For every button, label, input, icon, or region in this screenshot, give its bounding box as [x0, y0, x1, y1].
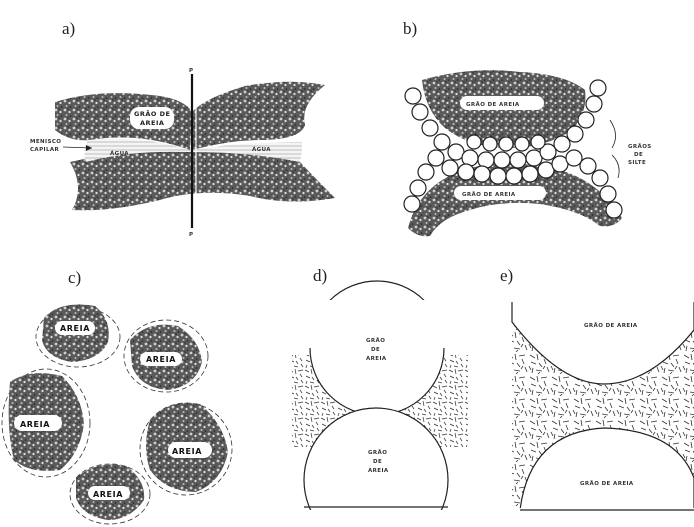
top-grain-label: GRÃO DE AREIA: [584, 322, 638, 329]
panel-d-clay-matrix: GRÃO DE AREIA GRÃO DE AREIA: [290, 281, 470, 527]
silt-label-line3: SILTE: [628, 160, 646, 166]
water-label-left: ÁGUA: [110, 150, 129, 157]
panel-label-c: c): [68, 268, 81, 287]
panel-label-d: d): [313, 266, 327, 285]
sand-grain-1: AREIA: [36, 305, 120, 368]
grain-label-4: AREIA: [172, 447, 202, 456]
panel-a-capillary-meniscus: P P GRÃO DE AREIA MENISCO CAPILAR ÁGUA Á…: [30, 68, 335, 238]
grain-label-line2: AREIA: [140, 119, 164, 127]
grain-top-right: [192, 82, 325, 150]
panel-label-a: a): [62, 19, 75, 38]
water-label-right: ÁGUA: [252, 146, 271, 153]
sand-grain-3: AREIA: [2, 369, 90, 477]
grain-label-2: AREIA: [146, 355, 176, 364]
sand-grain-4: AREIA: [140, 403, 232, 495]
top-grain-label-3: AREIA: [366, 356, 387, 362]
force-label-top: P: [189, 68, 193, 74]
bottom-grain-label-2: DE: [373, 459, 382, 465]
meniscus-label-line2: CAPILAR: [30, 147, 60, 153]
bottom-grain-label-1: GRÃO: [368, 449, 387, 456]
sand-grain-2: AREIA: [124, 320, 208, 392]
silt-label-line1: GRÃOS: [628, 143, 652, 150]
grain-label-1: AREIA: [60, 324, 90, 333]
silt-pointers: [610, 120, 619, 178]
panel-label-e: e): [500, 266, 513, 285]
grain-bottom-label: GRÃO DE AREIA: [462, 191, 516, 198]
grain-label-3: AREIA: [20, 420, 50, 429]
sand-grain-5: AREIA: [70, 464, 150, 524]
force-label-bottom: P: [189, 232, 193, 238]
panel-c-ring-of-grains: AREIA AREIA AREIA AREIA AREIA: [2, 305, 232, 525]
grain-label-5: AREIA: [93, 490, 123, 499]
top-grain-label-1: GRÃO: [366, 337, 385, 344]
grain-top-label: GRÃO DE AREIA: [466, 101, 520, 108]
meniscus-label-line1: MENISCO: [30, 139, 61, 145]
bottom-grain-label: GRÃO DE AREIA: [580, 480, 634, 487]
panel-e-clay-matrix-wide: GRÃO DE AREIA GRÃO DE AREIA: [510, 286, 694, 527]
silt-label-line2: DE: [634, 152, 643, 158]
bottom-grain-label-3: AREIA: [368, 468, 389, 474]
grain-label-line1: GRÃO DE: [134, 109, 171, 118]
panel-b-silt-bridge: GRÃO DE AREIA GRÃO DE AREIA GRÃOS DE SIL…: [404, 70, 652, 236]
top-grain-label-2: DE: [371, 347, 380, 353]
panel-label-b: b): [403, 19, 417, 38]
